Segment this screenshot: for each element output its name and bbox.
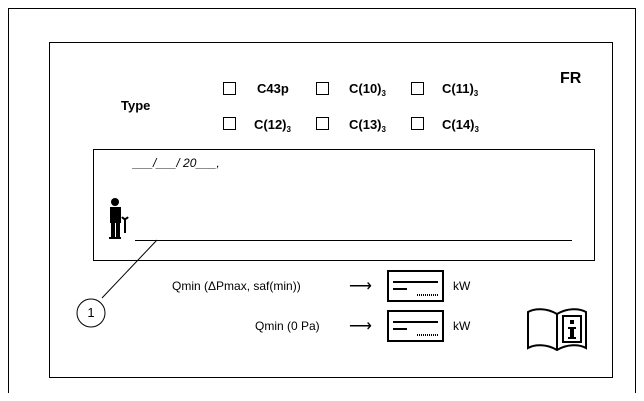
callout-leader (101, 239, 158, 299)
option-c11-label: C(11)3 (442, 81, 479, 98)
qmin-max-label: Qmin (ΔPmax, saf(min)) (172, 279, 301, 293)
checkbox-c14[interactable] (411, 117, 424, 130)
option-c10-label: C(10)3 (349, 81, 386, 98)
option-c43p-label: C43p (257, 81, 289, 96)
qmin-zero-label: Qmin (0 Pa) (255, 319, 320, 333)
date-field[interactable]: ___/___/ 20___, (133, 156, 220, 170)
signature-line (135, 240, 572, 241)
checkbox-c12[interactable] (223, 117, 236, 130)
data-plate (49, 42, 613, 378)
checkbox-c43p[interactable] (223, 82, 236, 95)
checkbox-c11[interactable] (411, 82, 424, 95)
technician-icon (109, 198, 129, 239)
type-label: Type (121, 98, 151, 113)
checkbox-c13[interactable] (316, 117, 329, 130)
figure-frame (8, 8, 636, 393)
option-c14-label: C(14)3 (442, 117, 479, 134)
arrow-right-icon: ⟶ (349, 278, 372, 295)
option-c13-label: C(13)3 (349, 117, 386, 134)
unit-kw-2: kW (453, 319, 471, 333)
checkbox-c10[interactable] (316, 82, 329, 95)
meter-display-icon (387, 310, 444, 342)
meter-display-icon (387, 270, 444, 302)
arrow-right-icon: ⟶ (349, 318, 372, 335)
callout-circle-icon (76, 298, 106, 328)
unit-kw-1: kW (453, 279, 471, 293)
callout-number: 1 (87, 305, 95, 320)
option-c12-label: C(12)3 (254, 117, 291, 134)
country-code: FR (560, 70, 582, 87)
installation-box (93, 149, 595, 261)
info-manual-icon (527, 308, 587, 352)
